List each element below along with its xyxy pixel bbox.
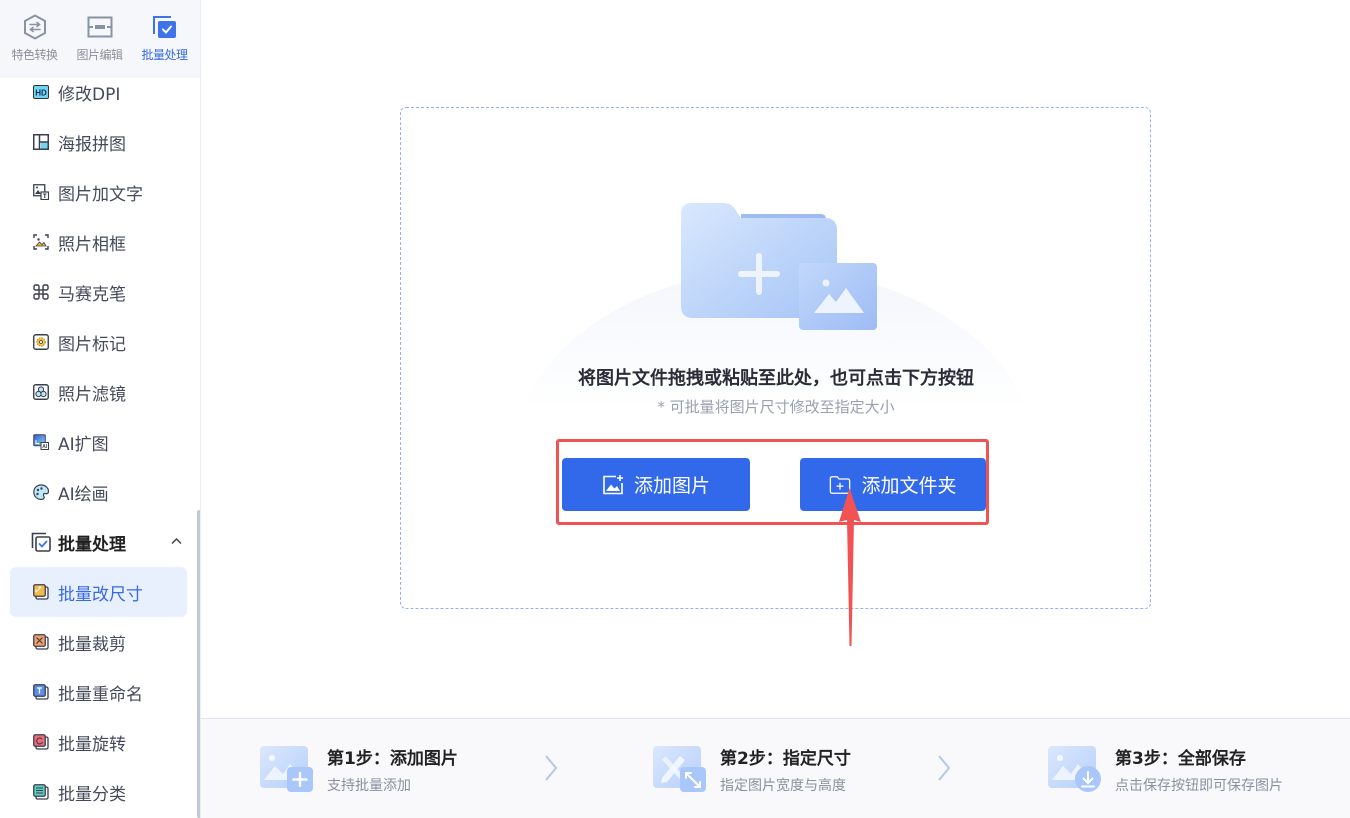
chevron-right-icon xyxy=(936,753,952,783)
sidebar: 特色转换 图片编辑 批量处理 HD 修改DPI 海报 xyxy=(0,0,201,818)
sidebar-item-label: 海报拼图 xyxy=(58,134,126,155)
sidebar-item-ai-expand[interactable]: AI AI扩图 xyxy=(0,417,196,467)
divider xyxy=(200,0,201,818)
collage-icon xyxy=(33,134,49,150)
sidebar-scrollbar[interactable] xyxy=(197,510,201,818)
step-description: 点击保存按钮即可保存图片 xyxy=(1115,777,1283,794)
batch-icon xyxy=(152,14,178,40)
sidebar-item-label: 照片相框 xyxy=(58,234,126,255)
add-image-button[interactable]: 添加图片 xyxy=(562,458,750,511)
sidebar-item-label: 批量分类 xyxy=(58,784,126,805)
batch-rename-icon xyxy=(33,684,49,700)
step-2: 第2步：指定尺寸 指定图片宽度与高度 xyxy=(652,719,851,818)
sidebar-item-label: AI绘画 xyxy=(58,484,109,505)
tab-batch-process[interactable]: 批量处理 xyxy=(132,0,197,78)
sidebar-item-photo-frame[interactable]: 照片相框 xyxy=(0,217,196,267)
step-description: 支持批量添加 xyxy=(327,777,411,794)
drop-zone[interactable] xyxy=(400,107,1151,609)
step-add-image-icon xyxy=(259,744,315,794)
folder-image-illustration-icon xyxy=(679,200,879,335)
tab-label: 批量处理 xyxy=(141,48,188,62)
batch-resize-icon xyxy=(33,584,49,600)
step-3: 第3步：全部保存 点击保存按钮即可保存图片 xyxy=(1047,719,1283,818)
sidebar-item-label: 照片滤镜 xyxy=(58,384,126,405)
sidebar-item-batch-rename[interactable]: 批量重命名 xyxy=(0,667,196,717)
tab-special-convert[interactable]: 特色转换 xyxy=(2,0,67,78)
ai-paint-icon xyxy=(33,484,49,500)
step-text: 第3步：全部保存 点击保存按钮即可保存图片 xyxy=(1115,744,1283,795)
tab-label: 特色转换 xyxy=(11,48,58,62)
sidebar-item-label: AI扩图 xyxy=(58,434,109,455)
step-1: 第1步：添加图片 支持批量添加 xyxy=(259,719,458,818)
batch-rotate-icon xyxy=(33,734,49,750)
add-image-label: 添加图片 xyxy=(633,475,710,497)
batch-icon xyxy=(31,532,51,552)
sidebar-item-label: 批量重命名 xyxy=(58,684,143,705)
add-folder-icon xyxy=(829,474,851,496)
batch-crop-icon xyxy=(33,634,49,650)
svg-text:AI: AI xyxy=(42,444,48,450)
sidebar-group-label: 批量处理 xyxy=(58,534,126,555)
ai-expand-icon: AI xyxy=(33,434,49,450)
sidebar-item-batch-rotate[interactable]: 批量旋转 xyxy=(0,717,196,767)
image-mark-icon xyxy=(33,334,49,350)
sidebar-item-batch-classify[interactable]: 批量分类 xyxy=(0,767,196,817)
chevron-up-icon[interactable] xyxy=(171,534,182,548)
filter-icon xyxy=(33,384,49,400)
chevron-right-icon xyxy=(543,753,559,783)
drop-zone-title: 将图片文件拖拽或粘贴至此处，也可点击下方按钮 xyxy=(578,368,974,389)
drop-zone-subtitle: * 可批量将图片尺寸修改至指定大小 xyxy=(657,398,895,416)
main-content: 将图片文件拖拽或粘贴至此处，也可点击下方按钮 * 可批量将图片尺寸修改至指定大小… xyxy=(201,0,1350,718)
step-text: 第2步：指定尺寸 指定图片宽度与高度 xyxy=(720,744,851,795)
tab-label: 图片编辑 xyxy=(76,48,123,62)
sidebar-item-ai-paint[interactable]: AI绘画 xyxy=(0,467,196,517)
top-tabs: 特色转换 图片编辑 批量处理 xyxy=(0,0,200,78)
annotation-arrow-icon xyxy=(831,488,871,648)
step-title: 第3步：全部保存 xyxy=(1115,748,1246,769)
photo-frame-icon xyxy=(33,234,49,250)
sidebar-item-batch-crop[interactable]: 批量裁剪 xyxy=(0,617,196,667)
image-text-icon xyxy=(33,184,49,200)
sidebar-item-modify-dpi[interactable]: HD 修改DPI xyxy=(0,67,196,117)
sidebar-menu: HD 修改DPI 海报拼图 图片加文字 照片相框 马赛克笔 图片标记 xyxy=(0,67,196,817)
sidebar-item-image-add-text[interactable]: 图片加文字 xyxy=(0,167,196,217)
sidebar-item-mosaic-pen[interactable]: 马赛克笔 xyxy=(0,267,196,317)
image-edit-icon xyxy=(87,14,113,40)
step-title: 第2步：指定尺寸 xyxy=(720,748,851,769)
sidebar-item-label: 修改DPI xyxy=(58,84,121,105)
sidebar-item-label: 图片标记 xyxy=(58,334,126,355)
convert-icon xyxy=(22,14,48,40)
hd-icon: HD xyxy=(33,84,49,100)
sidebar-item-image-mark[interactable]: 图片标记 xyxy=(0,317,196,367)
sidebar-item-photo-filter[interactable]: 照片滤镜 xyxy=(0,367,196,417)
sidebar-item-poster-collage[interactable]: 海报拼图 xyxy=(0,117,196,167)
add-folder-button[interactable]: 添加文件夹 xyxy=(800,458,986,511)
add-folder-label: 添加文件夹 xyxy=(861,475,957,497)
sidebar-item-label: 批量改尺寸 xyxy=(58,584,143,605)
sidebar-item-label: 图片加文字 xyxy=(58,184,143,205)
sidebar-item-label: 批量旋转 xyxy=(58,734,126,755)
sidebar-group-batch-process[interactable]: 批量处理 xyxy=(0,517,196,567)
sidebar-item-label: 批量裁剪 xyxy=(58,634,126,655)
batch-classify-icon xyxy=(33,784,49,800)
mosaic-icon xyxy=(33,284,49,300)
step-title: 第1步：添加图片 xyxy=(327,748,458,769)
step-description: 指定图片宽度与高度 xyxy=(720,777,846,794)
sidebar-item-label: 马赛克笔 xyxy=(58,284,126,305)
sidebar-item-batch-resize[interactable]: 批量改尺寸 xyxy=(10,567,187,617)
tab-image-edit[interactable]: 图片编辑 xyxy=(67,0,132,78)
step-save-icon xyxy=(1047,744,1103,794)
svg-text:HD: HD xyxy=(35,89,47,98)
annotation-highlight-box xyxy=(556,439,989,525)
add-image-icon xyxy=(602,474,624,496)
steps-bar: 第1步：添加图片 支持批量添加 第2步：指定尺寸 指定图片宽度与高度 第3步：全… xyxy=(201,718,1350,818)
step-text: 第1步：添加图片 支持批量添加 xyxy=(327,744,458,795)
step-set-size-icon xyxy=(652,744,708,794)
